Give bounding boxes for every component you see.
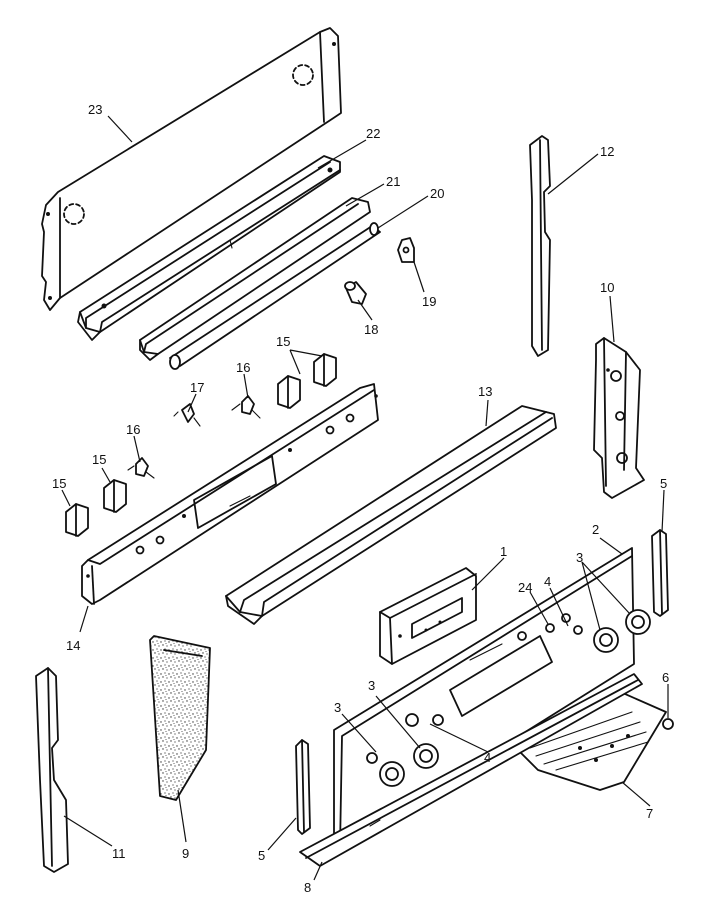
part-8-bottom-strip (299, 673, 643, 867)
part-5-trim-left (295, 739, 311, 835)
callout-3-left: 3 (334, 700, 341, 715)
callout-15-left: 15 (52, 476, 66, 491)
part-3-knobs (379, 609, 651, 787)
callout-20: 20 (430, 186, 444, 201)
callout-17: 17 (190, 380, 204, 395)
callout-5-left: 5 (258, 848, 265, 863)
part-7-switch-board (511, 689, 667, 791)
callout-18: 18 (364, 322, 378, 337)
callout-3-top: 3 (576, 550, 583, 565)
callout-10: 10 (600, 280, 614, 295)
part-22-channel (77, 155, 341, 341)
callout-7: 7 (646, 806, 653, 821)
part-18-bulb (344, 281, 367, 305)
callout-4-lower: 4 (484, 750, 491, 765)
callout-16-lower: 16 (126, 422, 140, 437)
part-10-bracket (593, 337, 645, 499)
callout-22: 22 (366, 126, 380, 141)
part-15-switch-top (277, 353, 337, 409)
part-2-control-panel (333, 547, 635, 849)
callout-13: 13 (478, 384, 492, 399)
part-20-tube (169, 222, 381, 370)
part-1-timer-module (379, 567, 477, 665)
callout-2: 2 (592, 522, 599, 537)
callout-16-top: 16 (236, 360, 250, 375)
part-24-6-small (545, 623, 674, 730)
part-14-control-frame (81, 383, 379, 605)
part-11-side-trim (35, 667, 69, 873)
part-13-trim-bar (225, 405, 557, 625)
callout-labels: 23 22 21 20 19 18 12 10 15 17 16 16 15 1… (52, 102, 669, 895)
callout-24: 24 (518, 580, 532, 595)
part-9-insulation (149, 635, 211, 801)
part-16-17-clips-top (173, 395, 261, 427)
part-21-extrusion (139, 197, 371, 361)
part-5-trim-right (651, 529, 669, 617)
callout-14: 14 (66, 638, 80, 653)
callout-15-mid: 15 (92, 452, 106, 467)
part-16-15-lower (65, 457, 155, 537)
part-12-side-trim (529, 135, 551, 357)
callout-6: 6 (662, 670, 669, 685)
callout-11: 11 (112, 846, 126, 861)
part-23-rear-panel (41, 27, 342, 311)
callout-1: 1 (500, 544, 507, 559)
callout-5-right: 5 (660, 476, 667, 491)
callout-19: 19 (422, 294, 436, 309)
part-19-clip (397, 237, 415, 263)
callout-15-top: 15 (276, 334, 290, 349)
callout-21: 21 (386, 174, 400, 189)
callout-23: 23 (88, 102, 102, 117)
callout-12: 12 (600, 144, 614, 159)
callout-9: 9 (182, 846, 189, 861)
callout-4-top: 4 (544, 574, 551, 589)
callout-3-mid: 3 (368, 678, 375, 693)
callout-8: 8 (304, 880, 311, 895)
leader-lines (61, 115, 669, 881)
